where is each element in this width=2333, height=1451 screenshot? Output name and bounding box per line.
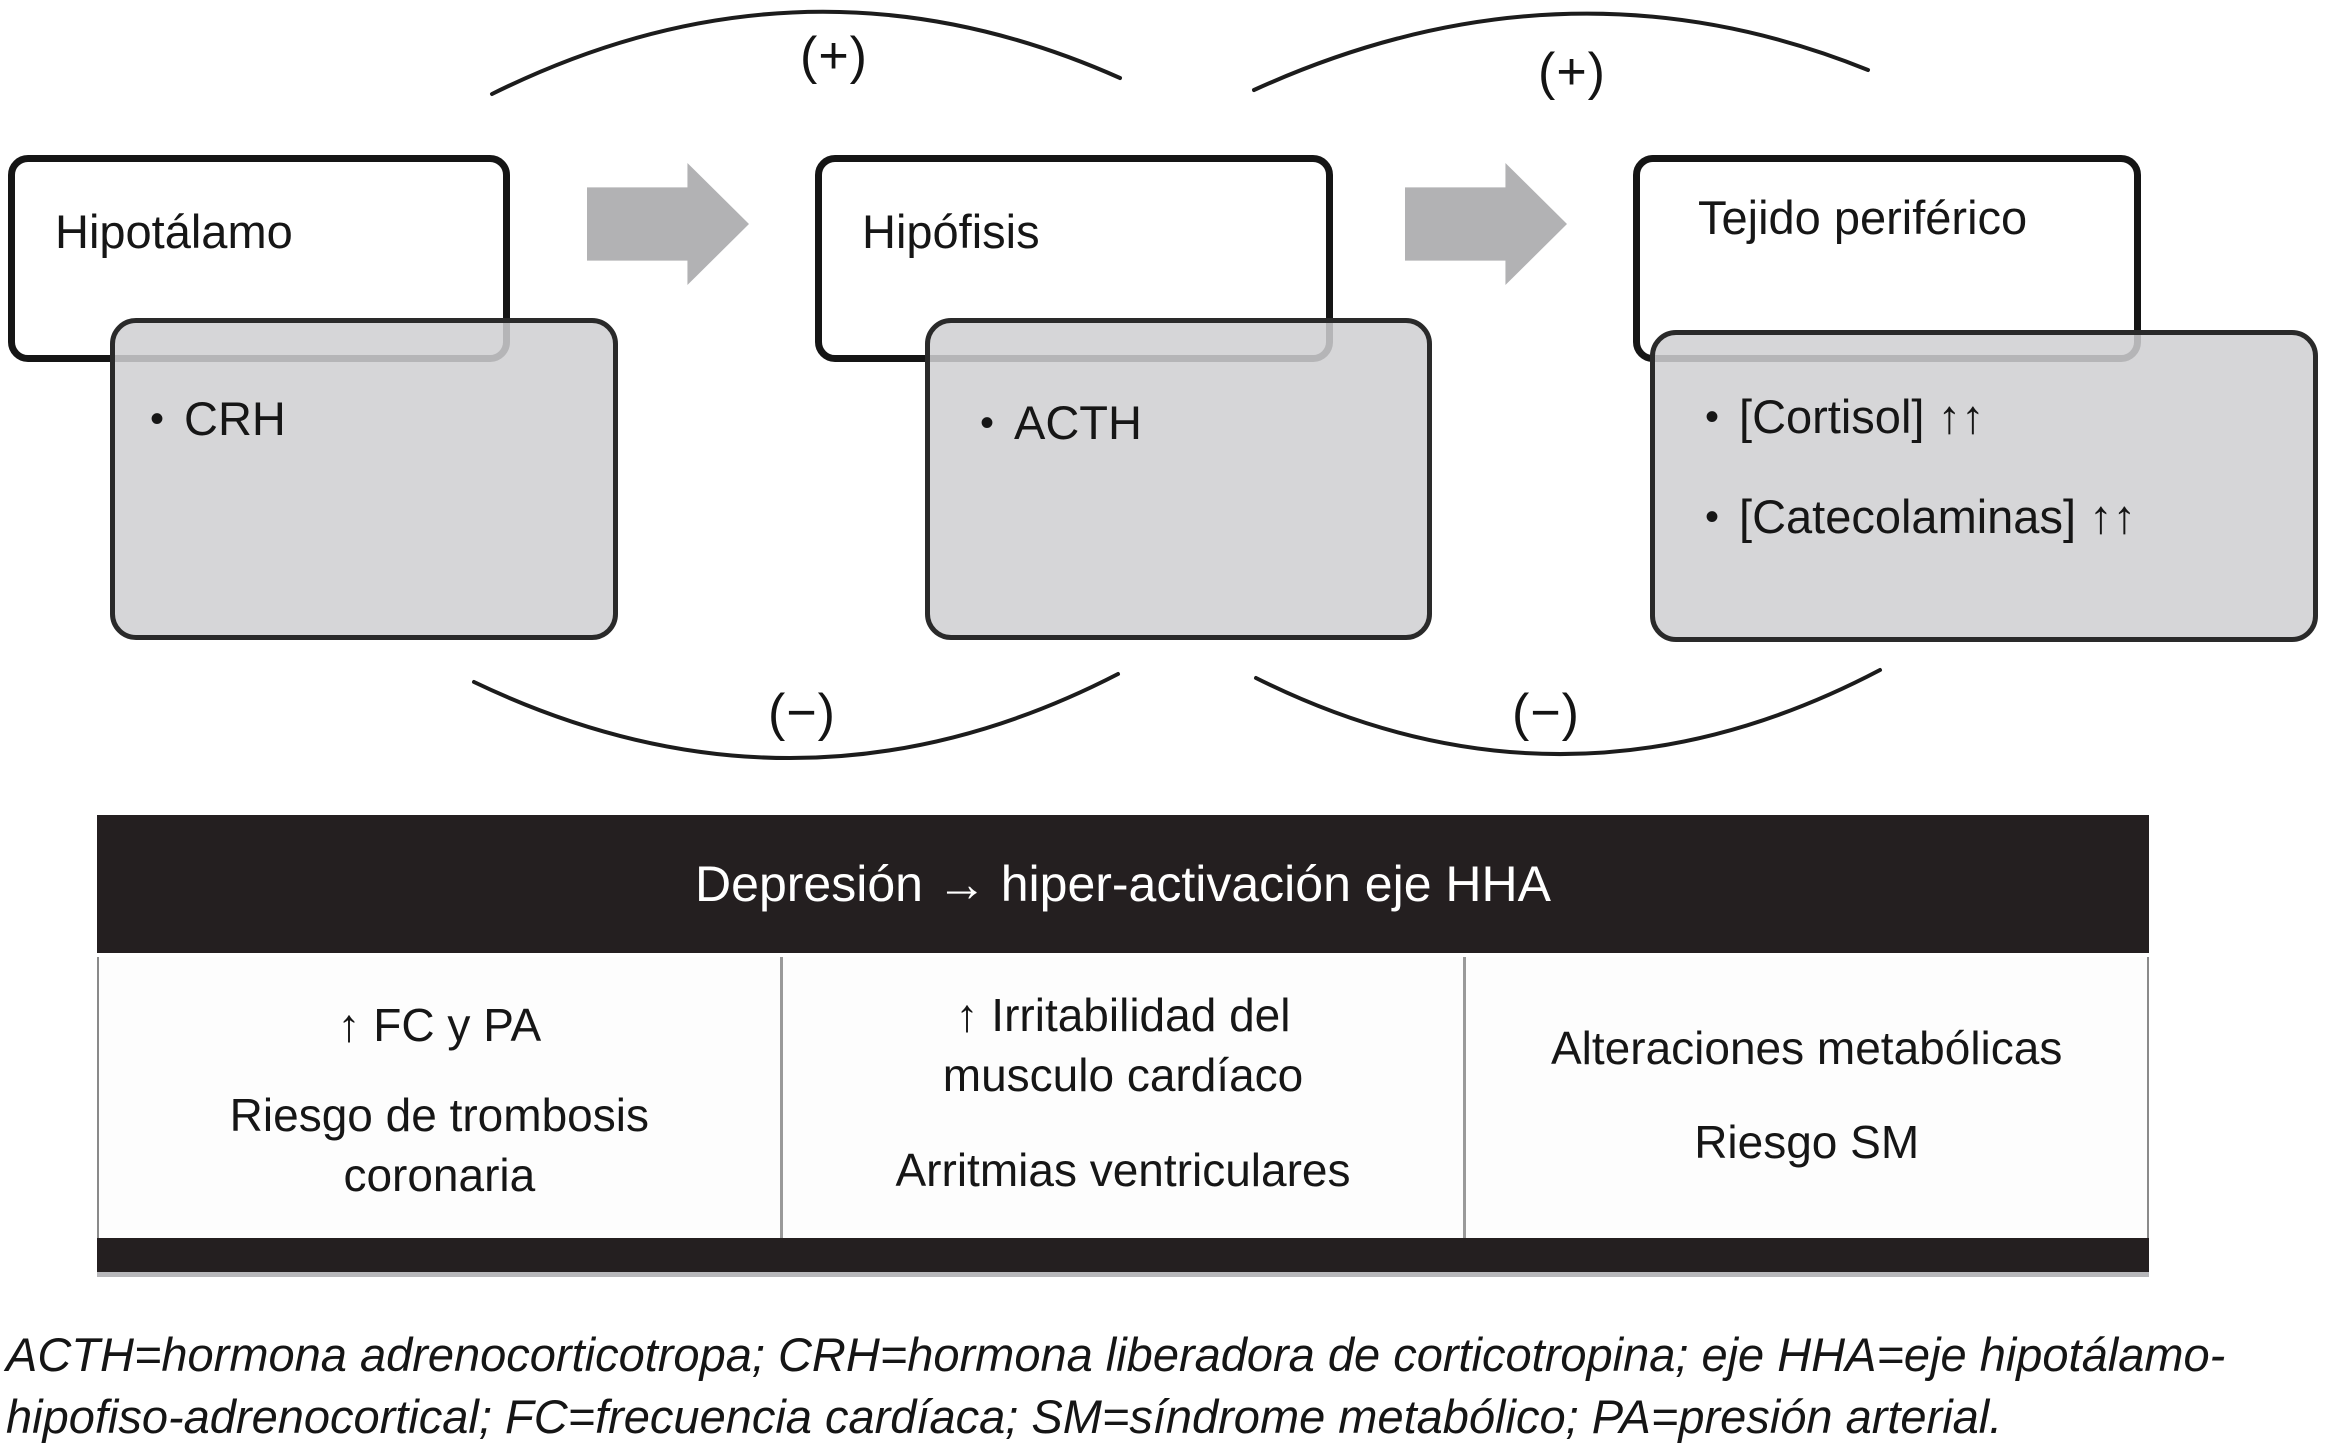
- secretion-item-catecholamines: • [Catecolaminas] ↑↑: [1705, 488, 2136, 546]
- bullet-icon: •: [980, 401, 995, 445]
- pituitary-secretion-panel: [925, 318, 1432, 640]
- positive-feedback-arc-1: [490, 9, 1122, 96]
- secretion-item-crh: • CRH: [150, 390, 286, 448]
- positive-feedback-label-2: (+): [1538, 43, 1606, 101]
- cell-line-irritability: ↑ Irritabilidad del musculo cardíaco: [942, 989, 1304, 1101]
- hypothalamus-label: Hipotálamo: [55, 205, 293, 258]
- cell-line-metabolic-alterations: Alteraciones metabólicas: [1550, 1022, 2063, 1074]
- peripheral-tissue-box: [1633, 155, 2141, 362]
- bullet-icon: •: [1705, 495, 1720, 539]
- table-body: ↑ FC y PA Riesgo de trombosis coronaria …: [97, 957, 2149, 1238]
- consequences-table: Depresión → hiper-activación eje HHA ↑ F…: [97, 815, 2149, 1277]
- peripheral-secretion-panel: [1650, 330, 2318, 642]
- negative-feedback-label-2: (−): [1512, 684, 1580, 742]
- abbreviations-footnote: ACTH=hormona adrenocorticotropa; CRH=hor…: [6, 1324, 2333, 1448]
- table-header-depression-hha: Depresión → hiper-activación eje HHA: [97, 815, 2149, 953]
- secretion-item-acth: • ACTH: [980, 394, 1142, 452]
- bullet-icon: •: [1705, 395, 1720, 439]
- table-bottom-bar: [97, 1238, 2149, 1277]
- negative-feedback-label-1: (−): [768, 684, 836, 742]
- secretion-item-cortisol: • [Cortisol] ↑↑: [1705, 388, 1985, 446]
- table-cell-cardiac-muscle: ↑ Irritabilidad del musculo cardíaco Arr…: [779, 957, 1464, 1238]
- table-cell-cardiovascular: ↑ FC y PA Riesgo de trombosis coronaria: [99, 957, 780, 1238]
- cell-line-fc-pa: ↑ FC y PA: [337, 999, 542, 1051]
- bullet-icon: •: [150, 397, 165, 441]
- secretion-text: [Catecolaminas] ↑↑: [1739, 490, 2137, 543]
- feedback-arcs-layer: [472, 9, 1882, 761]
- footnote-line-2: hipofiso-adrenocortical; FC=frecuencia c…: [6, 1390, 2003, 1443]
- secretion-text: CRH: [184, 392, 286, 445]
- peripheral-tissue-label: Tejido periférico: [1698, 191, 2028, 244]
- positive-feedback-label-1: (+): [800, 27, 868, 85]
- secretion-text: [Cortisol] ↑↑: [1739, 390, 1985, 443]
- secretion-text: ACTH: [1014, 396, 1142, 449]
- cell-line-thrombosis-risk: Riesgo de trombosis coronaria: [229, 1089, 649, 1201]
- positive-feedback-arc-2: [1252, 11, 1870, 92]
- negative-feedback-arc-2: [1254, 668, 1882, 756]
- hypothalamus-secretion-panel: [110, 318, 618, 640]
- table-cell-metabolic: Alteraciones metabólicas Riesgo SM: [1463, 957, 2147, 1238]
- cell-line-sm-risk: Riesgo SM: [1694, 1116, 1920, 1168]
- negative-feedback-arc-1: [472, 672, 1120, 761]
- cell-line-arrhythmias: Arritmias ventriculares: [895, 1144, 1351, 1196]
- pituitary-label: Hipófisis: [862, 205, 1040, 258]
- footnote-line-1: ACTH=hormona adrenocorticotropa; CRH=hor…: [6, 1328, 2226, 1381]
